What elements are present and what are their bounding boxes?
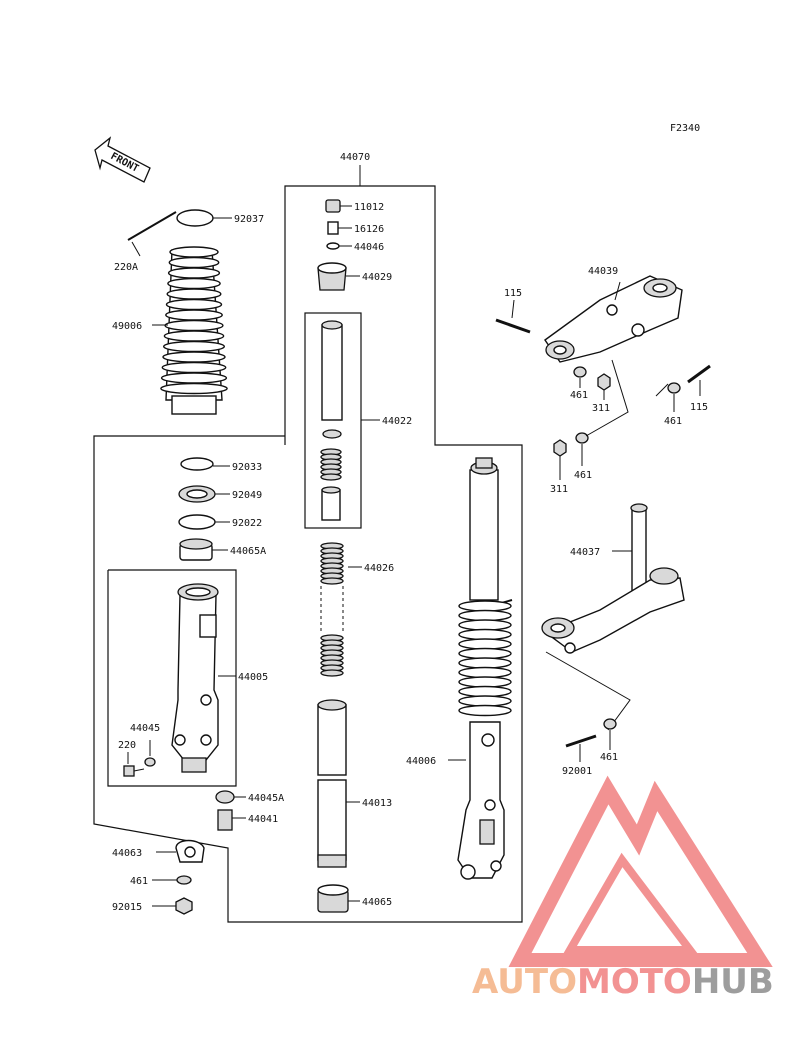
fork-boot-49006 (160, 246, 228, 415)
label-44045: 44045 (130, 723, 160, 734)
label-44005: 44005 (238, 672, 268, 683)
label-92015: 92015 (112, 902, 142, 913)
leader-lower (545, 651, 631, 731)
label-311-b: 311 (550, 484, 568, 495)
label-92049: 92049 (232, 490, 262, 501)
figure-code: F2340 (670, 123, 700, 134)
bolt-115-right (687, 364, 711, 396)
front-arrow-icon: FRONT (94, 136, 151, 183)
circlip-92033 (180, 457, 230, 471)
upper-bracket-44039 (544, 275, 683, 363)
holder-44063 (156, 839, 205, 863)
fork-spring-44026 (320, 542, 344, 677)
nut-461-d (603, 718, 617, 750)
label-44063: 44063 (112, 848, 142, 859)
label-220A: 220A (114, 262, 138, 273)
bolt-115-left (495, 299, 531, 334)
automotohub-logo: AUTOMOTOHUB (472, 775, 774, 1002)
label-44006: 44006 (406, 756, 436, 767)
label-115-right: 115 (690, 402, 708, 413)
logo-text-moto: MOTO (577, 962, 692, 1002)
label-92037: 92037 (234, 214, 264, 225)
nut-461-b (667, 382, 681, 412)
leader-upper-right (655, 383, 669, 397)
piston-rod-44022 (321, 320, 343, 521)
label-44046: 44046 (354, 242, 384, 253)
label-44065: 44065 (362, 897, 392, 908)
fork-boot-right (458, 600, 512, 717)
oil-seal-92049 (178, 485, 230, 503)
screw-220A (127, 211, 177, 257)
steering-stem-44037 (541, 503, 685, 654)
valve-16126 (327, 221, 352, 235)
label-311-a: 311 (592, 403, 610, 414)
part-labels: 44070 11012 16126 44046 44029 92037 220A… (112, 152, 708, 913)
label-44037: 44037 (570, 547, 600, 558)
nut-461-a (573, 366, 587, 388)
label-44026: 44026 (364, 563, 394, 574)
rebound-spring (320, 448, 342, 481)
bolt-92001 (565, 734, 597, 762)
leader-upper (585, 359, 629, 437)
label-220: 220 (118, 740, 136, 751)
nut-311-b (553, 439, 567, 480)
label-92033: 92033 (232, 462, 262, 473)
washer-44045A (215, 790, 246, 804)
label-44039: 44039 (588, 266, 618, 277)
label-92001: 92001 (562, 766, 592, 777)
bolt-44041 (217, 809, 246, 831)
label-44065A: 44065A (230, 546, 266, 557)
label-115-left: 115 (504, 288, 522, 299)
label-44013: 44013 (362, 798, 392, 809)
label-461-c: 461 (574, 470, 592, 481)
label-44070: 44070 (340, 152, 370, 163)
washer-461-left (152, 875, 192, 885)
label-461-a: 461 (570, 390, 588, 401)
bolt-220 (123, 752, 145, 777)
logo-text-auto: AUTO (472, 962, 577, 1002)
label-44045A: 44045A (248, 793, 284, 804)
plug-44029 (317, 262, 360, 291)
bushing-44065 (317, 884, 360, 913)
label-461-b: 461 (664, 416, 682, 427)
clamp-92037 (176, 209, 232, 227)
label-16126: 16126 (354, 224, 384, 235)
nut-461-c (575, 432, 589, 466)
outer-tube-right (448, 721, 505, 880)
svg-text:AUTOMOTOHUB: AUTOMOTOHUB (472, 962, 774, 1002)
nut-92015 (152, 897, 193, 915)
cap-bolt-11012 (325, 199, 352, 213)
bushing-44065A (179, 538, 228, 561)
outer-tube-44005 (171, 583, 236, 773)
washer-44045 (144, 740, 156, 767)
label-49006: 49006 (112, 321, 142, 332)
label-461-d: 461 (600, 752, 618, 763)
logo-triangle-icon (508, 775, 773, 967)
logo-text-hub: HUB (692, 962, 774, 1002)
assembly-frames (93, 165, 523, 923)
nut-311-a (597, 373, 611, 400)
inner-tube-44013 (317, 699, 360, 868)
label-44041: 44041 (248, 814, 278, 825)
fork-assembly-44006 (469, 457, 513, 605)
washer-92022 (178, 514, 230, 530)
label-44029: 44029 (362, 272, 392, 283)
label-11012: 11012 (354, 202, 384, 213)
oring-44046 (326, 242, 352, 250)
label-44022: 44022 (382, 416, 412, 427)
label-92022: 92022 (232, 518, 262, 529)
label-461-left: 461 (130, 876, 148, 887)
